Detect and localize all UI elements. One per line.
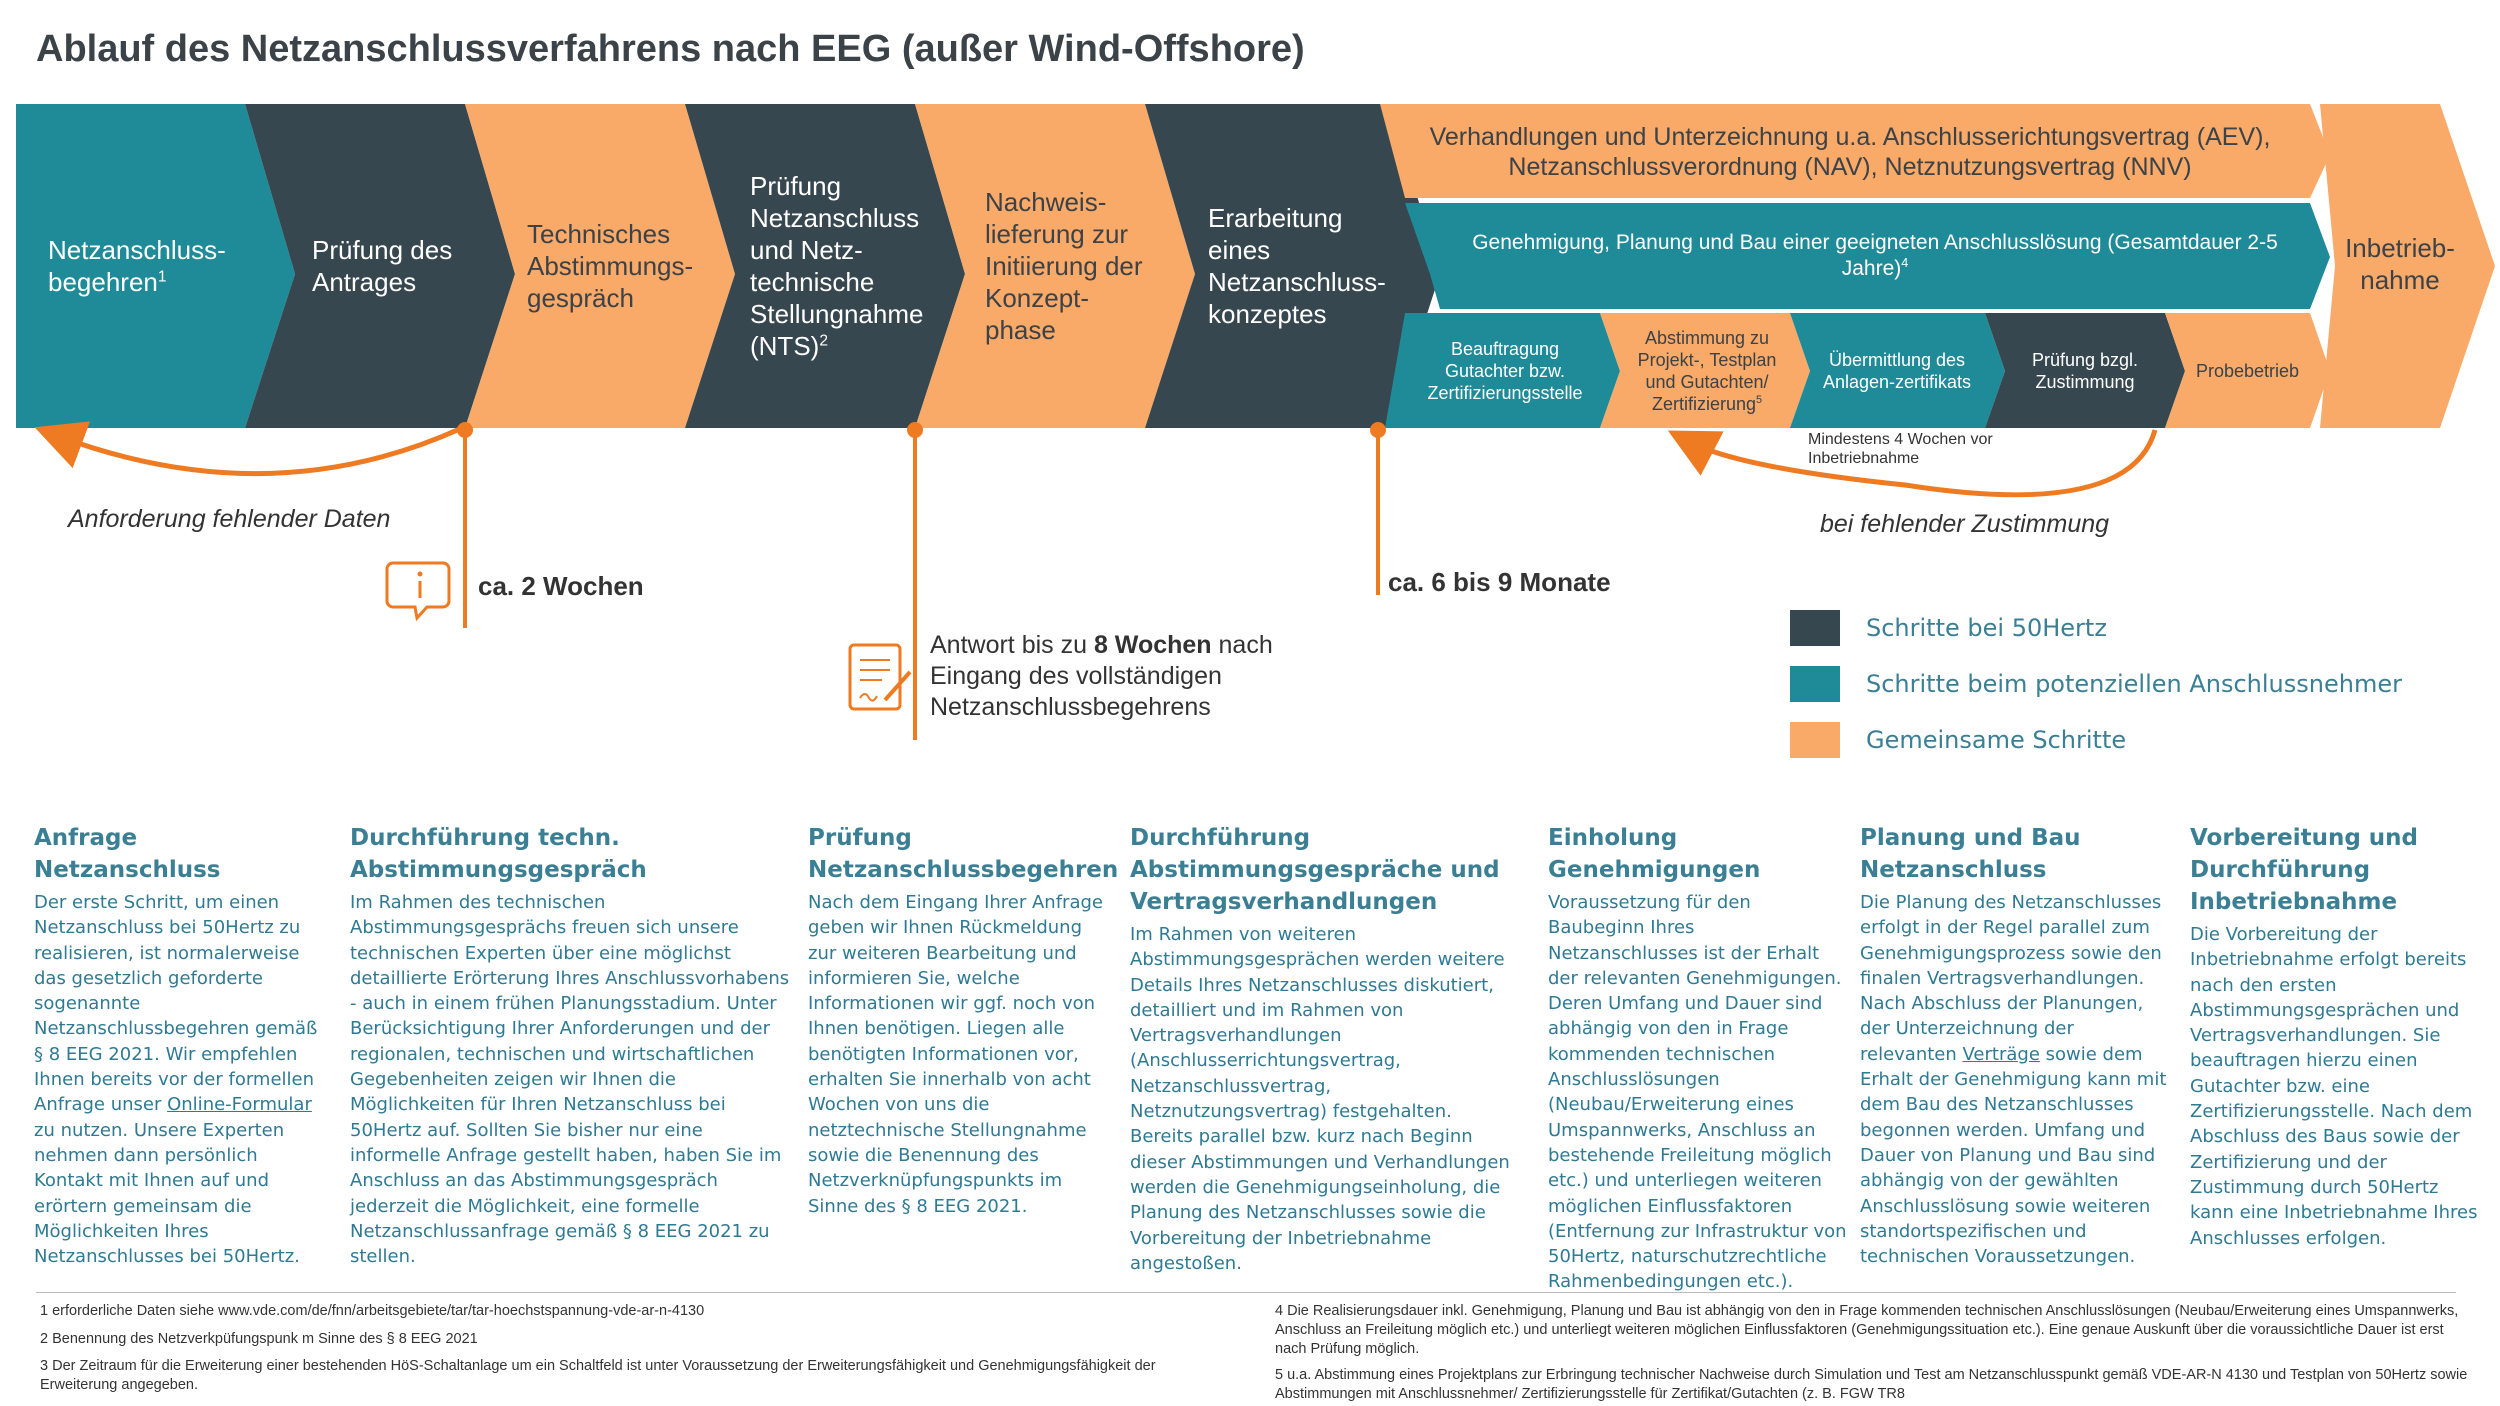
sub-4-shape bbox=[1985, 313, 2185, 428]
column-abstimmung: Durchführung techn. Abstimmungsgespräch … bbox=[350, 822, 790, 1269]
duration-6-9-months: ca. 6 bis 9 Monate bbox=[1388, 567, 1611, 597]
step-1-shape bbox=[16, 104, 295, 428]
marker-dot-1 bbox=[457, 422, 473, 438]
step-5-label: Nachweis-lieferung zur Initiierung der K… bbox=[985, 187, 1143, 345]
process-flow bbox=[16, 104, 2495, 740]
final-label: Inbetrieb-nahme bbox=[2345, 233, 2455, 295]
document-signature-icon bbox=[848, 643, 912, 711]
column-inbetriebnahme: Vorbereitung und Durchführung Inbetriebn… bbox=[2190, 822, 2480, 1251]
column-title: Durchführung Abstimmungsgespräche und Ve… bbox=[1130, 825, 1500, 915]
column-title: Vorbereitung und Durchführung Inbetriebn… bbox=[2190, 825, 2419, 915]
step-2-shape bbox=[245, 104, 515, 428]
legend-item-50hertz: Schritte bei 50Hertz bbox=[1790, 610, 2107, 646]
marker-dot-3 bbox=[1370, 422, 1386, 438]
note-missing-data: Anforderung fehlender Daten bbox=[68, 505, 391, 533]
step-3-label: Technisches Abstimmungs-gespräch bbox=[527, 219, 694, 313]
footnote-2: 2 Benennung des Netzverkpüfungspunk m Si… bbox=[40, 1331, 478, 1347]
column-body: Voraussetzung für den Baubeginn Ihres Ne… bbox=[1548, 892, 1847, 1293]
legend-item-joint: Gemeinsame Schritte bbox=[1790, 722, 2126, 758]
footnote-4: 4 Die Realisierungsdauer inkl. Genehmigu… bbox=[1275, 1303, 2459, 1357]
step-2-label: Prüfung des Antrages bbox=[312, 235, 453, 297]
return-arrow-data bbox=[34, 421, 464, 477]
column-body: Die Vorbereitung der Inbetriebnahme erfo… bbox=[2190, 924, 2478, 1249]
step-4-label: Prüfung Netzanschluss und Netz-technisch… bbox=[750, 171, 924, 361]
sub-2-shape bbox=[1600, 313, 1810, 428]
contracts-link[interactable]: Verträge bbox=[1962, 1043, 2040, 1065]
mid-bar-label: Genehmigung, Planung und Bau einer geeig… bbox=[1472, 231, 2278, 280]
footnote-divider bbox=[36, 1292, 2456, 1293]
info-bubble-icon bbox=[385, 561, 451, 622]
sub-1-shape bbox=[1385, 313, 1620, 428]
top-bar-shape bbox=[1380, 104, 2330, 198]
final-shape bbox=[2320, 104, 2495, 428]
response-time-note: Antwort bis zu 8 Wochen nach Eingang des… bbox=[930, 631, 1273, 721]
legend-swatch bbox=[1790, 610, 1840, 646]
column-title: Planung und Bau Netzanschluss bbox=[1860, 825, 2081, 883]
column-body: Nach dem Eingang Ihrer Anfrage geben wir… bbox=[808, 892, 1103, 1217]
step-5-shape bbox=[915, 104, 1195, 428]
column-pruefung: Prüfung Netzanschlussbegehren Nach dem E… bbox=[808, 822, 1119, 1219]
column-title: Anfrage Netzanschluss bbox=[34, 825, 221, 883]
step-6-label: Erarbeitung eines Netzanschluss-konzepte… bbox=[1208, 203, 1386, 329]
marker-dot-2 bbox=[907, 422, 923, 438]
column-body: Die Planung des Netzanschlusses erfolgt … bbox=[1860, 892, 2167, 1268]
step-4-shape bbox=[685, 104, 965, 428]
legend-item-customer: Schritte beim potenziellen Anschlussnehm… bbox=[1790, 666, 2402, 702]
column-anfrage: Anfrage Netzanschluss Der erste Schritt,… bbox=[34, 822, 324, 1269]
sub-5-shape bbox=[2165, 313, 2330, 428]
note-missing-approval: bei fehlender Zustimmung bbox=[1820, 510, 2110, 538]
legend-swatch bbox=[1790, 722, 1840, 758]
sub-3-label: Übermittlung des Anlagen-zertifikats bbox=[1822, 350, 1972, 392]
legend-swatch bbox=[1790, 666, 1840, 702]
top-bar-label: Verhandlungen und Unterzeichnung u.a. An… bbox=[1429, 123, 2271, 181]
column-planung-bau: Planung und Bau Netzanschluss Die Planun… bbox=[1860, 822, 2170, 1269]
column-title: Einholung Genehmigungen bbox=[1548, 825, 1761, 883]
column-genehmigungen: Einholung Genehmigungen Voraussetzung fü… bbox=[1548, 822, 1848, 1295]
column-body: Der erste Schritt, um einen Netzanschlus… bbox=[34, 892, 318, 1268]
column-title: Prüfung Netzanschlussbegehren bbox=[808, 825, 1119, 883]
sub-3-shape bbox=[1790, 313, 2005, 428]
mid-bar-shape bbox=[1405, 203, 2330, 309]
column-body: Im Rahmen von weiteren Abstimmungsgesprä… bbox=[1130, 924, 1510, 1274]
column-body: Im Rahmen des technischen Abstimmungsges… bbox=[350, 892, 790, 1268]
column-title: Durchführung techn. Abstimmungsgespräch bbox=[350, 825, 647, 883]
sub-2-label: Abstimmung zu Projekt-, Testplan und Gut… bbox=[1637, 328, 1777, 414]
page-title: Ablauf des Netzanschlussverfahrens nach … bbox=[36, 28, 1305, 70]
step-6-shape bbox=[1145, 104, 1440, 428]
footnote-1: 1 erforderliche Daten siehe www.vde.com/… bbox=[40, 1303, 705, 1319]
sub-4-label: Prüfung bzgl. Zustimmung bbox=[2031, 350, 2139, 392]
note-minimum-weeks: Mindestens 4 Wochen vor Inbetriebnahme bbox=[1808, 431, 1993, 467]
sub-5-label: Probebetrieb bbox=[2195, 361, 2300, 381]
online-form-link[interactable]: Online-Formular bbox=[167, 1094, 312, 1116]
column-verhandlungen: Durchführung Abstimmungsgespräche und Ve… bbox=[1130, 822, 1520, 1276]
duration-2-weeks: ca. 2 Wochen bbox=[478, 571, 644, 601]
footnote-5: 5 u.a. Abstimmung eines Projektplans zur… bbox=[1275, 1367, 2468, 1402]
return-arrow-approval bbox=[1667, 429, 2158, 498]
sub-1-label: Beauftragung Gutachter bzw. Zertifizieru… bbox=[1427, 339, 1583, 403]
step-3-shape bbox=[465, 104, 735, 428]
footnote-3: 3 Der Zeitraum für die Erweiterung einer… bbox=[40, 1358, 1156, 1393]
step-1-label: Netzanschluss-begehren1 bbox=[48, 235, 226, 297]
